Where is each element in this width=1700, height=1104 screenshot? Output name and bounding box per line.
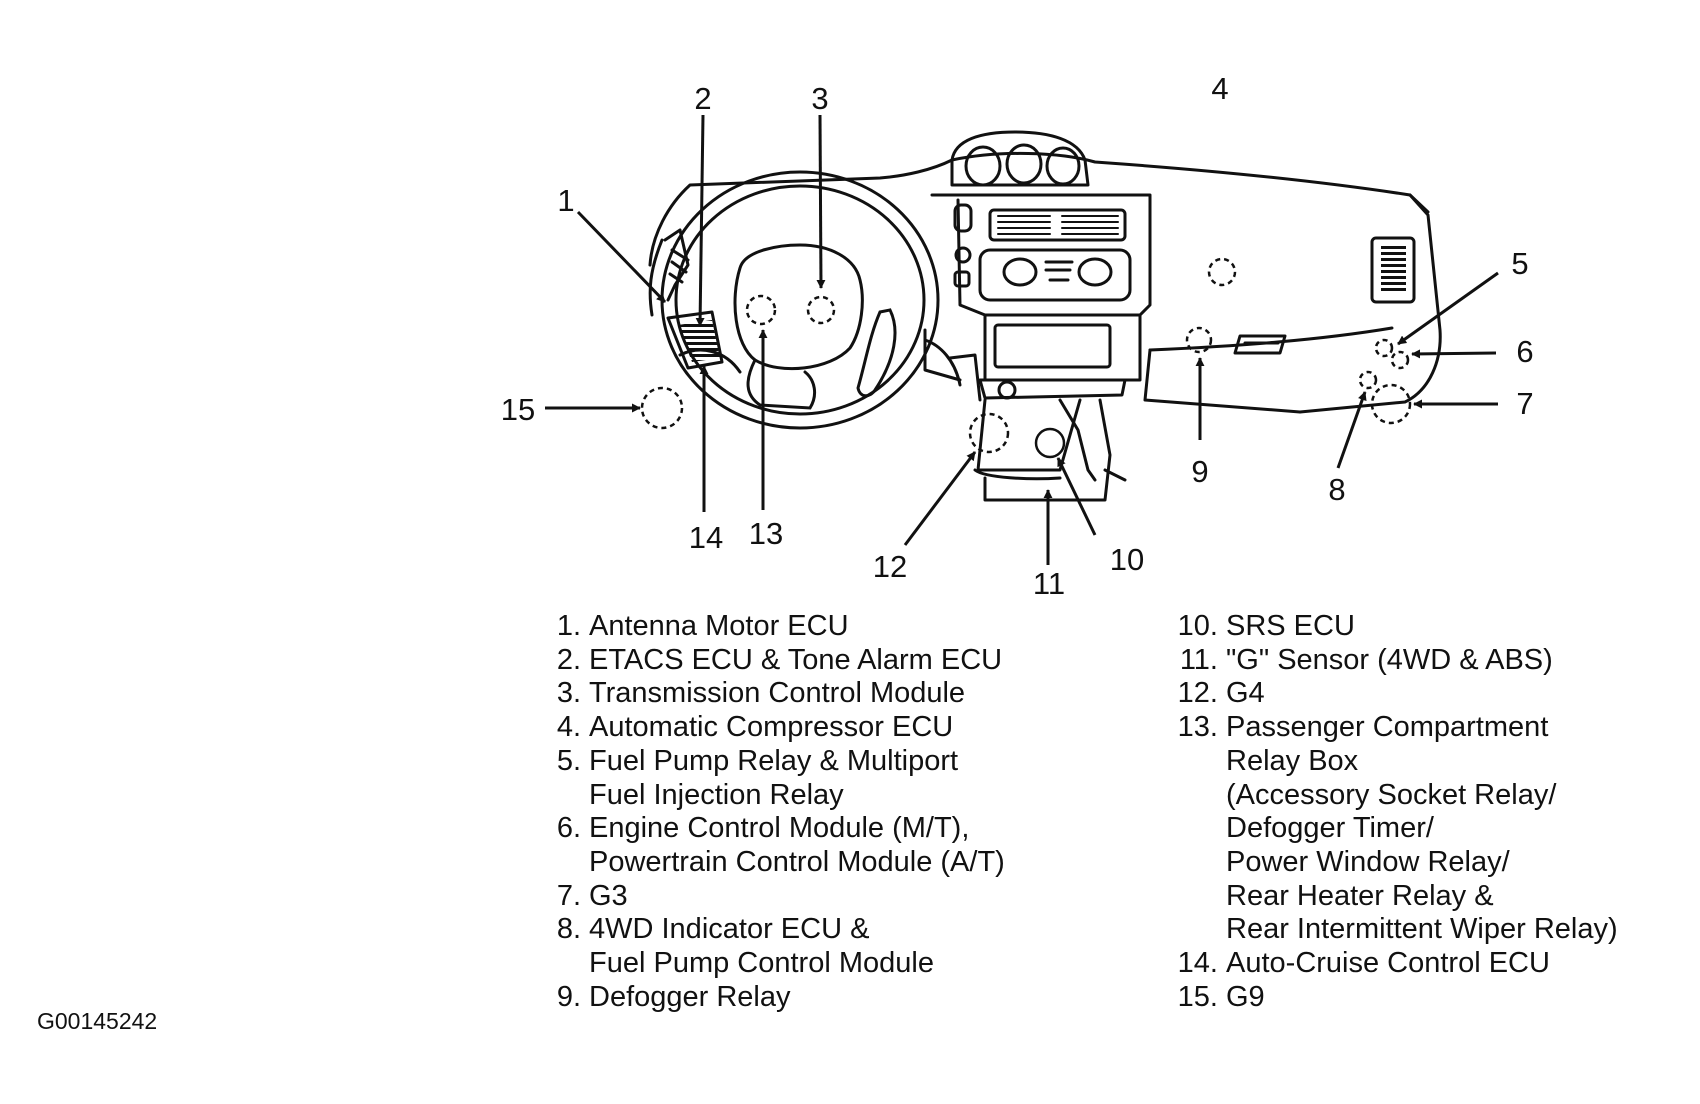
marker-fuel-pump-relay	[1374, 338, 1394, 358]
legend-item: 1.Antenna Motor ECU	[545, 610, 1005, 644]
marker-g9	[640, 386, 684, 430]
callout-9: 9	[1191, 454, 1208, 489]
legend-text: (Accessory Socket Relay/	[1226, 778, 1557, 811]
callout-12: 12	[873, 549, 907, 584]
legend-text: Auto-Cruise Control ECU	[1226, 947, 1550, 980]
legend-text: Automatic Compressor ECU	[589, 711, 954, 744]
legend-text: Transmission Control Module	[589, 677, 966, 710]
legend-text: SRS ECU	[1226, 610, 1355, 642]
arrow-8	[1336, 391, 1367, 469]
arrow-1	[576, 210, 667, 304]
callout-3: 3	[811, 81, 828, 116]
legend-text: "G" Sensor (4WD & ABS)	[1226, 643, 1553, 676]
legend-number: 2.	[556, 643, 581, 676]
callout-10: 10	[1110, 542, 1144, 577]
legend-number: 12.	[1177, 677, 1218, 710]
callout-14: 14	[689, 520, 723, 555]
legend-text: Antenna Motor ECU	[589, 610, 849, 642]
legend-number: 8.	[556, 913, 581, 946]
legend-text: G9	[1226, 980, 1265, 1013]
marker-automatic-compressor-ecu	[1207, 257, 1237, 287]
callout-4: 4	[1211, 71, 1228, 106]
marker-g4	[968, 412, 1010, 454]
dashboard-outline	[648, 130, 1442, 502]
figure-id: G00145242	[37, 1008, 158, 1034]
callout-5: 5	[1511, 246, 1528, 281]
legend-number: 10.	[1177, 610, 1218, 642]
legend-text: Defogger Relay	[589, 980, 791, 1013]
marker-engine-control-module	[1390, 350, 1410, 370]
legend-item: 2.ETACS ECU & Tone Alarm ECU	[545, 644, 1005, 678]
marker-srs-ecu	[1034, 427, 1066, 459]
marker-4wd-indicator-ecu	[1358, 370, 1378, 390]
legend-item: 6.Engine Control Module (M/T),Powertrain…	[545, 812, 1005, 879]
arrow-5	[1397, 271, 1499, 346]
legend-item: 11."G" Sensor (4WD & ABS)	[1163, 644, 1618, 678]
legend-item: 15.G9	[1163, 981, 1618, 1015]
legend-number: 7.	[556, 879, 581, 912]
marker-transmission-control-module	[806, 295, 836, 325]
legend-item: 7.G3	[545, 880, 1005, 914]
callout-numbers: 1 2 3 4 5 6 7 8 9 10 11 12 13 14 15	[501, 71, 1534, 601]
legend-item: 4.Automatic Compressor ECU	[545, 711, 1005, 745]
legend-number: 1.	[556, 610, 581, 642]
arrow-3	[816, 114, 826, 289]
legend-number: 11.	[1179, 643, 1218, 676]
callout-15: 15	[501, 392, 535, 427]
marker-defogger-relay	[1185, 326, 1213, 354]
arrow-10	[1056, 457, 1097, 536]
callout-2: 2	[694, 81, 711, 116]
legend-text: Fuel Pump Control Module	[589, 947, 934, 980]
legend-text: Power Window Relay/	[1226, 845, 1510, 878]
legend-number: 9.	[556, 980, 581, 1013]
legend-item: 3.Transmission Control Module	[545, 677, 1005, 711]
legend-text: Engine Control Module (M/T),	[589, 812, 970, 845]
legend-text: Rear Intermittent Wiper Relay)	[1226, 913, 1618, 946]
legend-item: 12.G4	[1163, 677, 1618, 711]
legend-number: 4.	[556, 711, 581, 744]
legend-text: Powertrain Control Module (A/T)	[589, 845, 1005, 878]
legend-item: 14.Auto-Cruise Control ECU	[1163, 947, 1618, 981]
legend-text: Relay Box	[1226, 744, 1359, 777]
callout-arrows	[545, 114, 1499, 565]
legend-number: 15.	[1177, 980, 1218, 1013]
legend-text: Rear Heater Relay &	[1226, 879, 1494, 912]
legend-text: Defogger Timer/	[1226, 812, 1434, 845]
legend-number: 6.	[556, 812, 581, 845]
legend-left-column: 1.Antenna Motor ECU 2.ETACS ECU & Tone A…	[545, 610, 1005, 1014]
callout-7: 7	[1516, 386, 1533, 421]
marker-g3	[1370, 383, 1412, 425]
arrow-6	[1411, 349, 1497, 359]
legend-number: 5.	[556, 744, 581, 777]
legend-text: G3	[589, 879, 628, 912]
callout-6: 6	[1516, 334, 1533, 369]
legend-right-column: 10.SRS ECU 11."G" Sensor (4WD & ABS) 12.…	[1163, 610, 1618, 1014]
legend-number: 14.	[1177, 947, 1218, 980]
arrow-2	[695, 114, 705, 327]
legend-text: Fuel Pump Relay & Multiport	[589, 744, 959, 777]
legend-item: 9.Defogger Relay	[545, 981, 1005, 1015]
component-markers	[640, 257, 1412, 454]
legend-text: Passenger Compartment	[1226, 711, 1549, 744]
legend-text: G4	[1226, 677, 1265, 710]
callout-13: 13	[749, 516, 783, 551]
legend-item: 13. Passenger Compartment Relay Box (Acc…	[1163, 711, 1618, 947]
callout-1: 1	[557, 183, 574, 218]
legend-text: Fuel Injection Relay	[589, 778, 844, 811]
marker-passenger-compartment-relay-box	[745, 294, 777, 326]
legend-number: 13.	[1177, 711, 1218, 744]
legend-text: 4WD Indicator ECU &	[589, 913, 870, 946]
legend-item: 10.SRS ECU	[1163, 610, 1618, 644]
legend-number: 3.	[556, 677, 581, 710]
callout-11: 11	[1033, 566, 1065, 601]
legend-text: ETACS ECU & Tone Alarm ECU	[589, 643, 1003, 676]
arrow-12	[903, 451, 977, 546]
callout-8: 8	[1328, 472, 1345, 507]
legend-item: 8.4WD Indicator ECU &Fuel Pump Control M…	[545, 913, 1005, 980]
